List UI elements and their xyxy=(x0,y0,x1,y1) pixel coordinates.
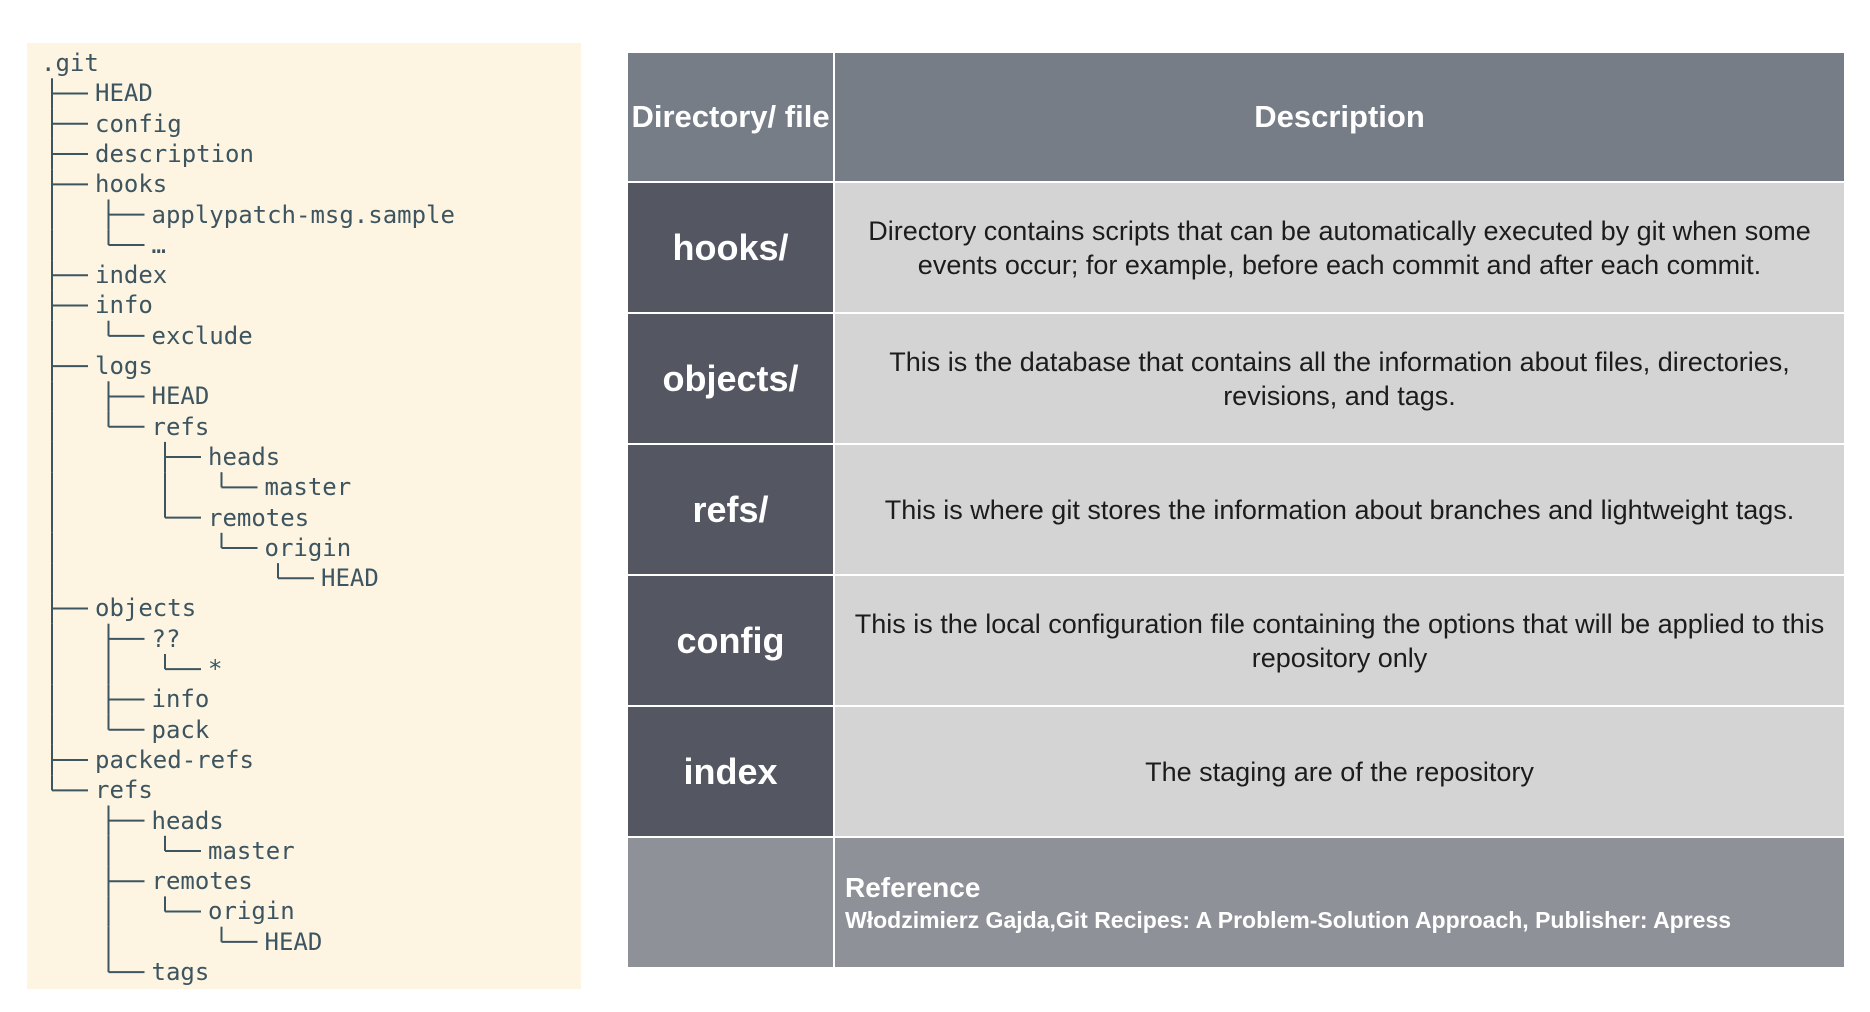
row-key: index xyxy=(626,705,835,838)
tree-node: info xyxy=(151,685,210,714)
tree-node: remotes xyxy=(208,503,310,532)
tree-node: heads xyxy=(208,442,281,471)
tree-node: refs xyxy=(151,412,210,441)
tree-node: tags xyxy=(151,958,210,986)
table-row-objects: objects/ This is the database that conta… xyxy=(626,312,1846,445)
tree-node: remotes xyxy=(151,867,253,896)
tree-node: * xyxy=(208,655,223,683)
tree-node: refs xyxy=(95,776,153,805)
row-description: This is the database that contains all t… xyxy=(889,346,1790,411)
tree-node: pack xyxy=(151,715,210,744)
reference-row: Reference Włodzimierz Gajda,Git Recipes:… xyxy=(626,836,1846,969)
tree-node: … xyxy=(151,230,166,259)
tree-node: .git xyxy=(41,49,99,77)
header-description: Description xyxy=(833,51,1846,183)
row-key: hooks/ xyxy=(626,181,835,314)
tree-node: description xyxy=(95,139,254,168)
row-key: objects/ xyxy=(626,312,835,445)
tree-node: origin xyxy=(264,533,352,562)
header-directory-file: Directory/ file xyxy=(626,51,835,183)
row-key: refs/ xyxy=(626,443,835,576)
reference-spacer xyxy=(626,836,835,969)
row-description: The staging are of the repository xyxy=(1145,756,1534,787)
tree-node: hooks xyxy=(95,170,168,199)
tree-node: objects xyxy=(95,594,197,623)
table-header-row: Directory/ file Description xyxy=(626,51,1846,183)
tree-node: config xyxy=(95,109,182,138)
row-description: Directory contains scripts that can be a… xyxy=(868,215,1811,280)
row-description: This is the local configuration file con… xyxy=(854,608,1825,673)
table-row-hooks: hooks/ Directory contains scripts that c… xyxy=(626,181,1846,314)
tree-node: logs xyxy=(95,352,153,380)
table-row-index: index The staging are of the repository xyxy=(626,705,1846,838)
tree-node: ?? xyxy=(151,624,181,653)
tree-node: index xyxy=(95,261,168,290)
reference-citation: Włodzimierz Gajda,Git Recipes: A Problem… xyxy=(845,906,1732,933)
row-key: config xyxy=(626,574,835,707)
table-row-refs: refs/ This is where git stores the infor… xyxy=(626,443,1846,576)
tree-node: packed-refs xyxy=(95,745,254,774)
tree-node: applypatch-msg.sample xyxy=(151,200,455,229)
tree-node: exclude xyxy=(151,321,253,350)
tree-node: master xyxy=(264,473,352,502)
reference-title: Reference xyxy=(845,871,981,903)
tree-node: origin xyxy=(208,897,295,926)
tree-node: HEAD xyxy=(264,927,323,956)
table-row-config: config This is the local configuration f… xyxy=(626,574,1846,707)
tree-node: master xyxy=(208,836,295,865)
tree-node: heads xyxy=(151,806,224,835)
tree-node: HEAD xyxy=(321,564,379,593)
tree-node: HEAD xyxy=(95,79,153,108)
row-description: This is where git stores the information… xyxy=(884,494,1795,525)
tree-node: HEAD xyxy=(151,382,210,411)
tree-connector-lines xyxy=(51,78,314,974)
git-directory-table: Directory/ file Description hooks/ Direc… xyxy=(626,51,1846,969)
tree-node: info xyxy=(95,291,153,320)
